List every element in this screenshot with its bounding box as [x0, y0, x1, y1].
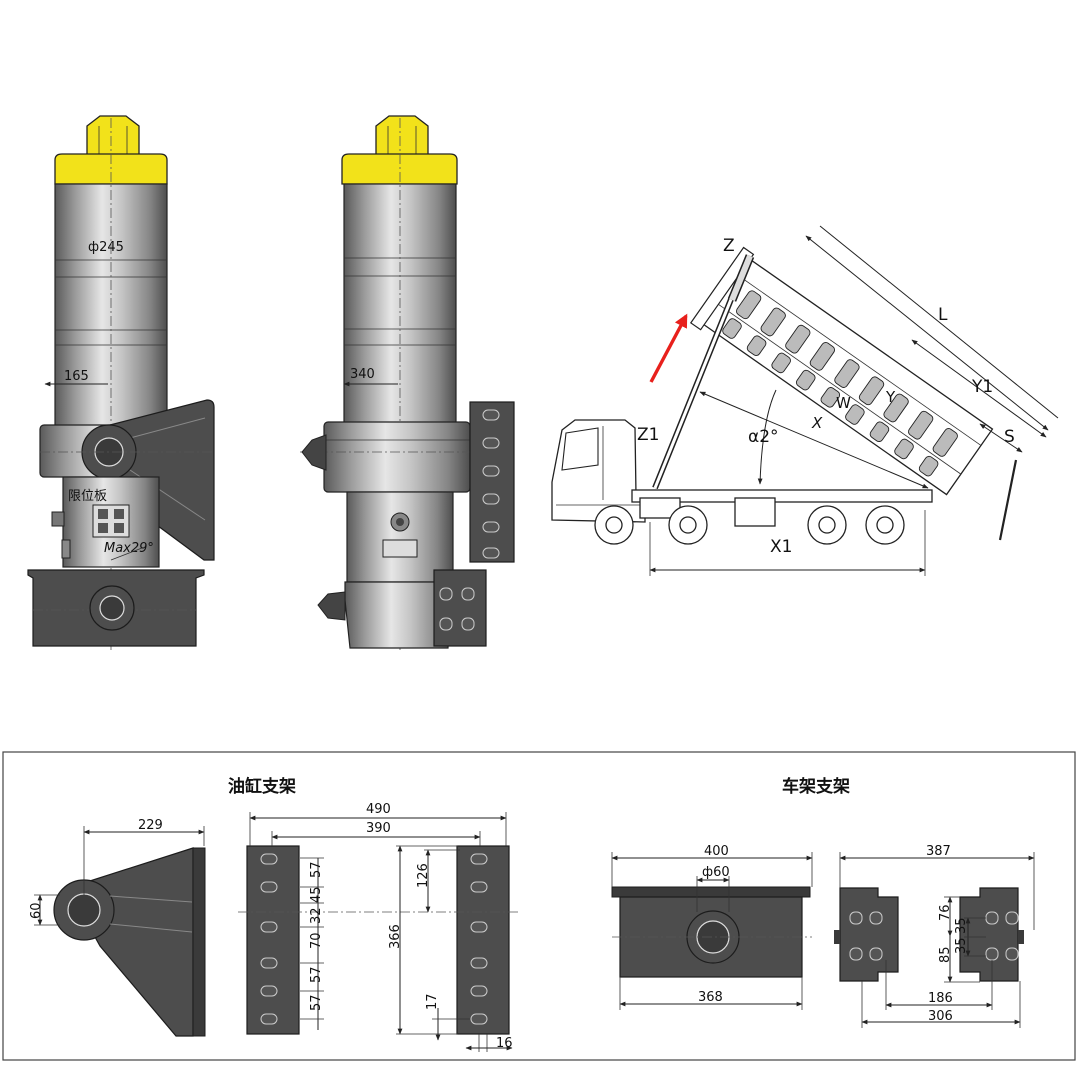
dim-400: 400 — [704, 844, 729, 859]
dim-306: 306 — [928, 1009, 953, 1024]
max-angle-label: Max29° — [104, 541, 154, 556]
red-direction-arrow — [649, 313, 688, 383]
dim-229: 229 — [138, 818, 163, 833]
extended-cylinder — [652, 254, 755, 490]
truck-chassis — [631, 489, 933, 503]
dim-366: 366 — [388, 924, 403, 949]
cylinder-bracket-title: 油缸支架 — [228, 776, 296, 797]
stroke-dim-label: 165 — [64, 369, 89, 384]
dim-60-side: 60 — [29, 902, 44, 919]
dim-57a: 57 — [309, 861, 324, 878]
cap-nut — [86, 115, 140, 156]
frame-bracket-side: 387 76 85 35 35 186 306 — [834, 844, 1035, 1028]
cylinder-bracket-plates: 490 390 57 32 45 70 57 57 126 36 — [238, 802, 518, 1052]
diameter-label: ф245 — [88, 240, 124, 255]
dim-17: 17 — [425, 993, 440, 1010]
label-Z: Z — [723, 236, 735, 256]
dim-57b: 57 — [309, 966, 324, 983]
label-L: L — [938, 305, 948, 325]
label-Y: Y — [885, 388, 896, 406]
dim-16: 16 — [496, 1036, 513, 1051]
label-angle: α2° — [748, 427, 779, 447]
side-base-block — [433, 569, 487, 647]
cylinder-side-view: 340 — [300, 115, 515, 650]
cylinder-bracket — [109, 399, 215, 561]
dim-phi60: ф60 — [702, 865, 730, 880]
label-X: X — [811, 414, 823, 432]
dim-32: 32 — [309, 907, 324, 924]
truck-wheels — [594, 505, 905, 545]
dim-35b: 35 — [954, 937, 969, 954]
dim-490: 490 — [366, 802, 391, 817]
dim-35a: 35 — [954, 917, 969, 934]
dim-76: 76 — [938, 904, 953, 921]
cylinder-front-view: ф245 165 限位板 Max29° — [27, 115, 215, 650]
dim-368: 368 — [698, 990, 723, 1005]
dim-85: 85 — [938, 946, 953, 963]
label-X1: X1 — [770, 537, 792, 557]
frame-bracket-front: 400 ф60 368 — [611, 844, 813, 1010]
label-Y1: Y1 — [971, 377, 993, 397]
dim-126: 126 — [416, 863, 431, 888]
side-dim-label: 340 — [350, 367, 375, 382]
label-W: W — [836, 394, 851, 412]
dim-186: 186 — [928, 991, 953, 1006]
dim-45: 45 — [309, 886, 324, 903]
brackets-panel: 油缸支架 车架支架 229 60 — [2, 751, 1076, 1061]
dump-truck-schematic: Z Z1 L Y1 S W Y X α2° X1 — [551, 225, 1059, 576]
dim-390: 390 — [366, 821, 391, 836]
cylinder-bracket-side: 229 60 — [29, 818, 206, 1037]
dim-57c: 57 — [309, 994, 324, 1011]
label-S: S — [1004, 427, 1015, 447]
label-Z1: Z1 — [637, 425, 659, 445]
dim-70: 70 — [309, 932, 324, 949]
stopper-plate — [92, 504, 130, 538]
frame-bracket-title: 车架支架 — [782, 776, 850, 797]
dim-387: 387 — [926, 844, 951, 859]
stopper-label: 限位板 — [68, 489, 107, 504]
side-mount-plate — [469, 401, 515, 563]
